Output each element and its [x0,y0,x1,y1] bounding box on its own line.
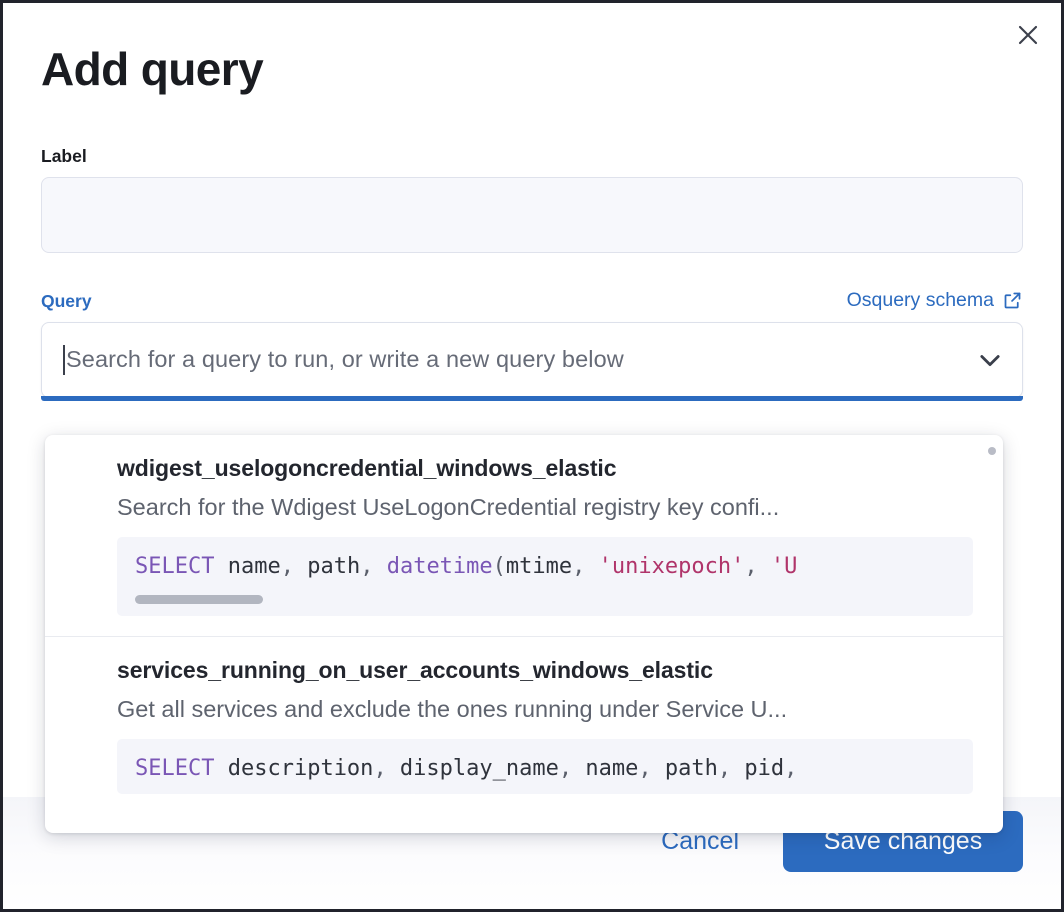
close-icon [1016,23,1040,47]
modal-body: Add query Label Query Osquery schema Sea… [3,3,1061,401]
sql-code: SELECT name, path, datetime(mtime, 'unix… [135,554,798,579]
list-item-title: wdigest_uselogoncredential_windows_elast… [117,455,617,481]
list-item-description: Get all services and exclude the ones ru… [117,695,788,722]
osquery-schema-link-label: Osquery schema [846,288,994,311]
list-item[interactable]: services_running_on_user_accounts_window… [45,635,1003,794]
external-link-icon [1002,290,1023,311]
query-row: Query Osquery schema [41,289,1023,312]
list-item[interactable]: wdigest_uselogoncredential_windows_elast… [45,435,1003,616]
query-suggestions-dropdown[interactable]: wdigest_uselogoncredential_windows_elast… [45,435,1003,833]
chevron-down-icon[interactable] [976,346,1004,374]
label-input[interactable] [41,176,1023,253]
close-icon-button[interactable] [1007,14,1049,56]
list-item-title: services_running_on_user_accounts_window… [117,656,713,683]
query-field-label: Query [41,290,92,311]
list-item-description: Search for the Wdigest UseLogonCredentia… [117,494,780,520]
list-item-code-block: SELECT name, path, datetime(mtime, 'unix… [117,537,973,616]
list-item-code-block: SELECT description, display_name, name, … [117,738,973,794]
query-combobox[interactable]: Search for a query to run, or write a ne… [41,321,1023,401]
label-field-label: Label [41,145,87,166]
dropdown-scrollbar[interactable] [988,447,996,455]
text-caret [63,344,65,375]
sql-code: SELECT description, display_name, name, … [135,755,798,781]
page-title: Add query [41,43,264,95]
osquery-schema-link[interactable]: Osquery schema [847,289,1023,312]
query-combobox-placeholder: Search for a query to run, or write a ne… [66,346,624,373]
code-horizontal-scrollbar[interactable] [135,594,263,604]
